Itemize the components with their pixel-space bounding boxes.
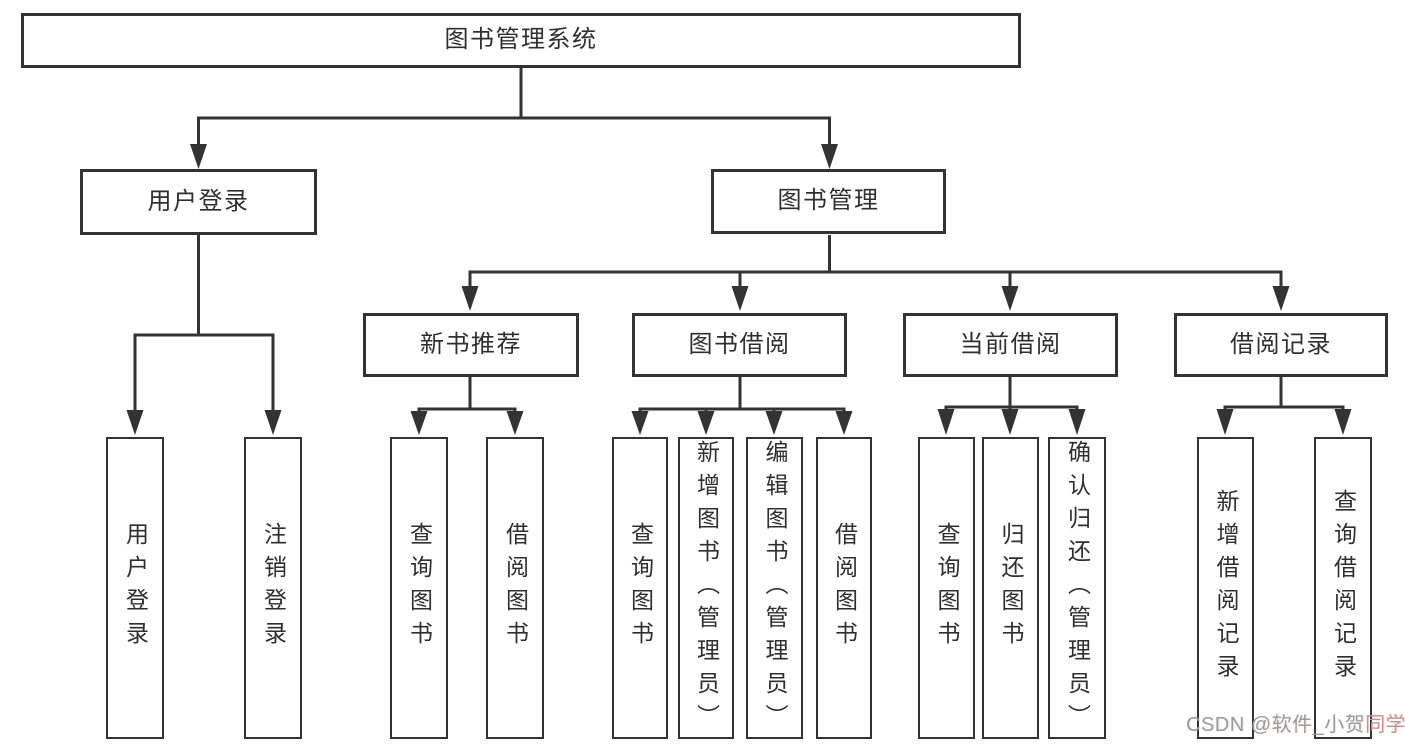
leaf-return-book: 归还图书 [982, 437, 1039, 739]
node-book-management: 图书管理 [711, 169, 946, 234]
leaf-add-book-admin: 新增图书（管理员） [678, 437, 734, 739]
csdn-watermark: CSDN @软件_小贺同学 [1186, 712, 1405, 738]
leaf-borrow-books-borrowing: 借阅图书 [816, 437, 872, 739]
node-library-management-system: 图书管理系统 [21, 13, 1021, 68]
node-current-borrowing: 当前借阅 [903, 313, 1118, 377]
leaf-borrow-books-recommend: 借阅图书 [486, 437, 544, 739]
leaf-query-borrow-record: 查询借阅记录 [1314, 437, 1372, 739]
node-user-login: 用户登录 [80, 169, 317, 235]
leaf-logout: 注销登录 [244, 437, 302, 739]
node-borrowing-records: 借阅记录 [1174, 313, 1388, 377]
leaf-query-books-recommend: 查询图书 [390, 437, 448, 739]
leaf-add-borrow-record: 新增借阅记录 [1197, 437, 1254, 739]
leaf-query-books-current: 查询图书 [918, 437, 975, 739]
node-book-borrowing: 图书借阅 [632, 313, 847, 377]
leaf-query-books-borrowing: 查询图书 [612, 437, 668, 739]
watermark-accent-text: 同学 [1365, 714, 1405, 736]
watermark-text: CSDN @软件_小贺 [1186, 714, 1366, 736]
leaf-user-login: 用户登录 [106, 437, 164, 739]
leaf-confirm-return-admin: 确认归还（管理员） [1048, 437, 1106, 739]
leaf-edit-book-admin: 编辑图书（管理员） [746, 437, 803, 739]
node-new-book-recommendation: 新书推荐 [363, 313, 579, 377]
